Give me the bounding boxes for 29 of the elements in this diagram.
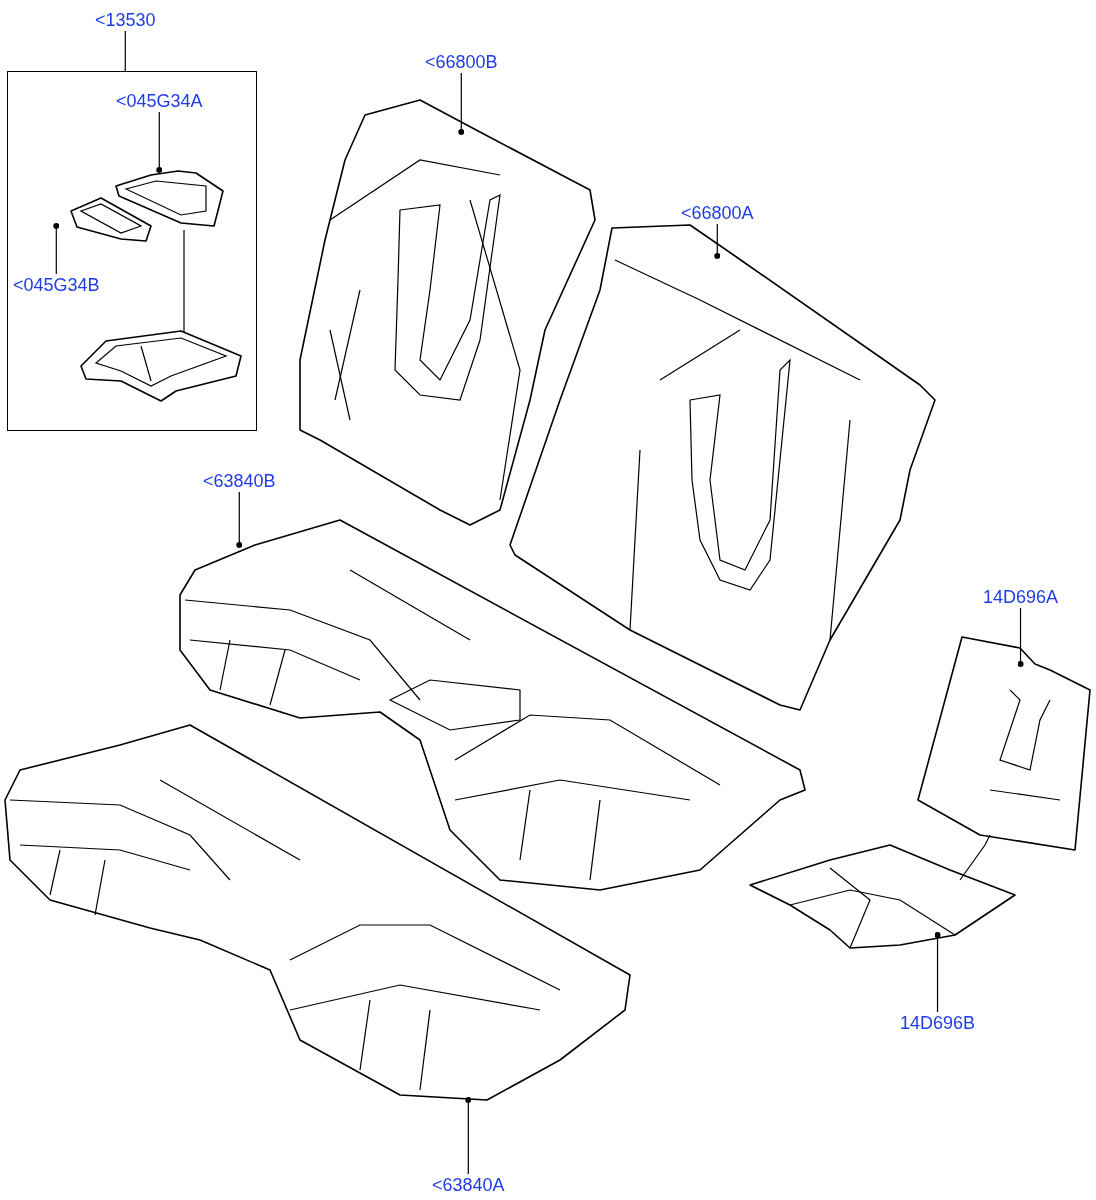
heater-mat-drawing — [749, 834, 1016, 949]
part-number: <63840A — [432, 1174, 505, 1196]
part-number: <63840B — [203, 470, 276, 492]
seat-cushion-drawing — [179, 519, 806, 891]
seat-backrest-drawing — [509, 224, 936, 711]
leader-line — [53, 223, 60, 275]
leader-line — [156, 111, 163, 173]
leader-line — [124, 30, 126, 72]
part-number: <66800A — [681, 202, 754, 224]
assembly-line — [183, 229, 185, 333]
part-number: <045G34B — [13, 274, 100, 296]
leader-line — [714, 223, 721, 259]
seat-cushion-drawing — [4, 724, 631, 1101]
leader-line — [934, 932, 941, 1013]
part-number: 14D696B — [900, 1012, 976, 1034]
leader-line — [236, 491, 243, 548]
seat-backrest-drawing — [299, 99, 596, 526]
part-number: <045G34A — [116, 90, 203, 112]
kit-frame — [7, 71, 257, 431]
tray-drawing — [115, 170, 224, 227]
part-number: <13530 — [95, 9, 156, 31]
tray-holder-drawing — [80, 330, 242, 402]
leader-line — [458, 72, 465, 135]
leader-line — [465, 1097, 472, 1175]
tray-drawing — [70, 197, 152, 242]
part-number: 14D696A — [983, 586, 1059, 608]
part-number: <66800B — [425, 51, 498, 73]
heater-mat-drawing — [917, 636, 1091, 851]
leader-line — [1017, 607, 1024, 667]
